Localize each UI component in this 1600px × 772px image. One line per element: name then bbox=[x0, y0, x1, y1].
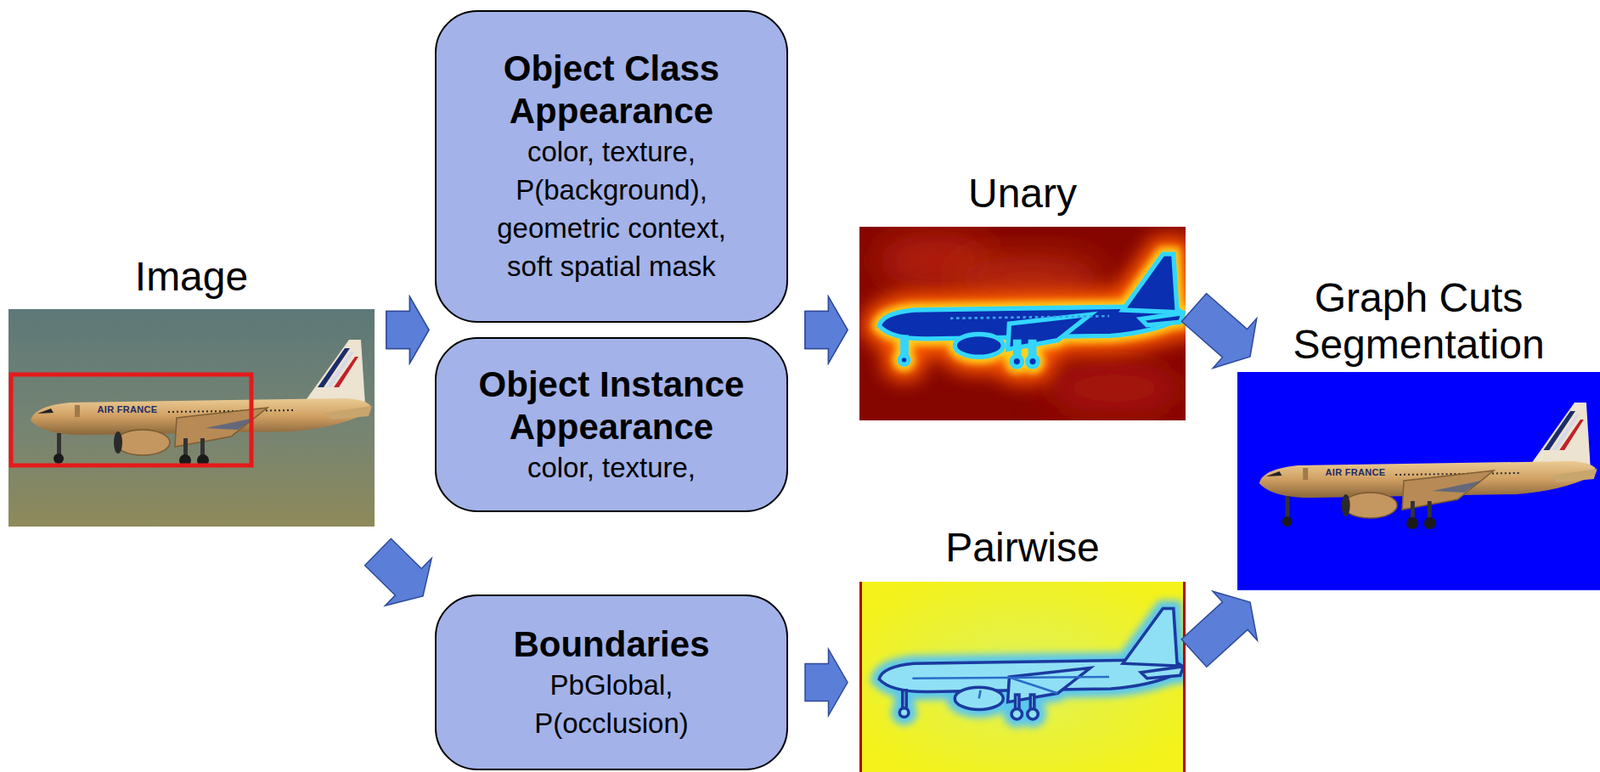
block-arrow bbox=[805, 649, 848, 716]
box-body: PbGlobal, P(occlusion) bbox=[484, 665, 739, 743]
figure-panel: Graph Cuts Segmentation bbox=[1237, 274, 1600, 591]
process-box: Object Instance Appearancecolor, texture… bbox=[434, 337, 789, 513]
unary-map bbox=[859, 226, 1186, 421]
box-body: color, texture, P(background), geometric… bbox=[484, 132, 739, 286]
block-arrow bbox=[805, 297, 848, 364]
block-arrow bbox=[386, 297, 429, 364]
figure-panel: Image bbox=[8, 253, 375, 527]
block-arrow bbox=[386, 297, 429, 364]
panel-heading: Unary bbox=[968, 169, 1077, 217]
box-title: Object Instance Appearance bbox=[471, 363, 752, 449]
process-box: Object Class Appearancecolor, texture, P… bbox=[434, 10, 789, 323]
livery-text: AIR FRANCE bbox=[1325, 467, 1386, 478]
box-body: color, texture, bbox=[527, 448, 696, 487]
block-arrow bbox=[1181, 591, 1257, 667]
box-title: Object Class Appearance bbox=[471, 47, 752, 133]
block-arrow bbox=[365, 538, 433, 606]
panel-heading: Pairwise bbox=[945, 523, 1099, 571]
box-title: Boundaries bbox=[512, 623, 710, 666]
segmentation-result bbox=[1237, 371, 1600, 591]
figure-panel: Unary bbox=[859, 169, 1186, 421]
figure-panel: Pairwise bbox=[859, 523, 1186, 772]
panel-heading: Graph Cuts Segmentation bbox=[1237, 274, 1600, 368]
input-photo bbox=[8, 309, 375, 527]
block-arrow bbox=[805, 297, 848, 364]
livery-text: AIR FRANCE bbox=[97, 404, 158, 415]
panel-heading: Image bbox=[135, 253, 248, 300]
pairwise-map bbox=[859, 581, 1186, 772]
process-box: BoundariesPbGlobal, P(occlusion) bbox=[434, 594, 789, 771]
block-arrow bbox=[1181, 292, 1257, 368]
